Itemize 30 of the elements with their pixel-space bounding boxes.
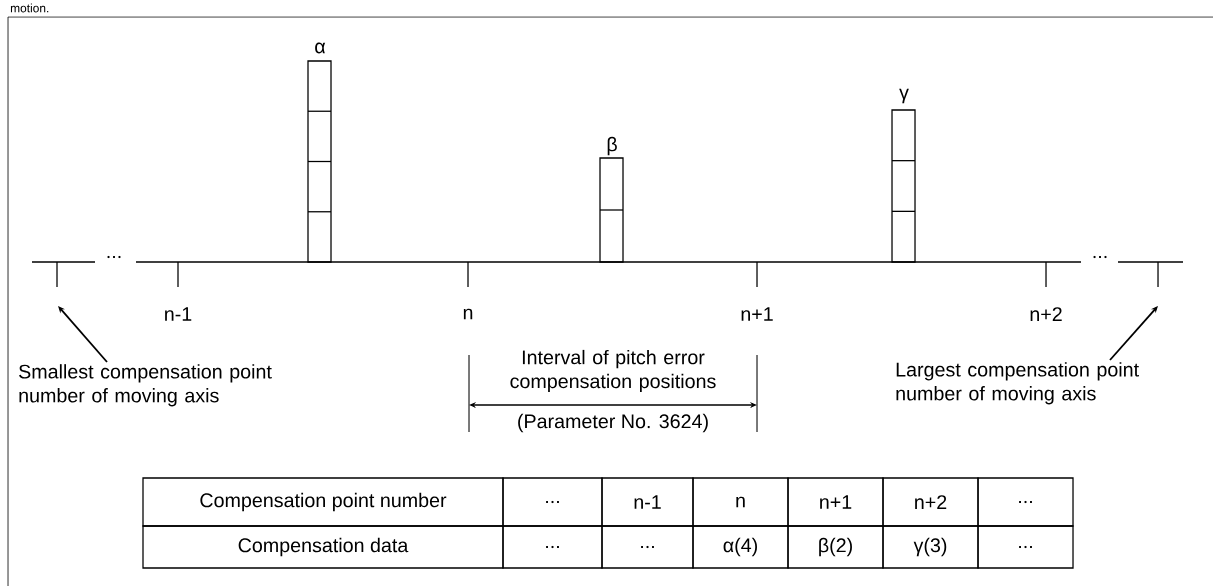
- table-cell: ...: [502, 525, 603, 569]
- leader-arrow: [1109, 306, 1158, 361]
- table-cell: Compensation data: [142, 525, 504, 569]
- dimension-label: Interval of pitch error compensation positions: [510, 349, 716, 393]
- table-cell: n-1: [601, 477, 694, 527]
- dimension-label: (Parameter No. 3624): [518, 413, 708, 433]
- table-cell: ...: [977, 477, 1074, 527]
- table-cell: Compensation point number: [142, 477, 504, 527]
- table-cell: n+1: [787, 477, 884, 527]
- callout-text: Largest compensation point number of moving axis: [896, 362, 1139, 405]
- greek-label: β: [607, 136, 617, 156]
- ellipsis: ...: [1093, 255, 1107, 259]
- tick-label: n-1: [165, 307, 192, 321]
- tick-label: n+2: [1030, 307, 1062, 321]
- table-cell: n+2: [882, 477, 979, 527]
- greek-label: α: [315, 42, 326, 54]
- ellipsis: ...: [107, 255, 121, 259]
- leader-arrow: [58, 306, 108, 363]
- table-cell: γ(3): [882, 525, 979, 569]
- table-cell: ...: [502, 477, 603, 527]
- table-cell: β(2): [787, 525, 884, 569]
- table-cell: n: [692, 477, 789, 527]
- table-cell: ...: [977, 525, 1074, 569]
- page-text: motion.: [10, 3, 49, 13]
- tick-label: n: [463, 308, 473, 320]
- callout-text: Smallest compensation point number of moving axis: [19, 364, 272, 407]
- table-cell: ...: [601, 525, 694, 569]
- table-cell: α(4): [692, 525, 789, 569]
- greek-label: γ: [899, 88, 909, 104]
- tick-label: n+1: [741, 307, 773, 321]
